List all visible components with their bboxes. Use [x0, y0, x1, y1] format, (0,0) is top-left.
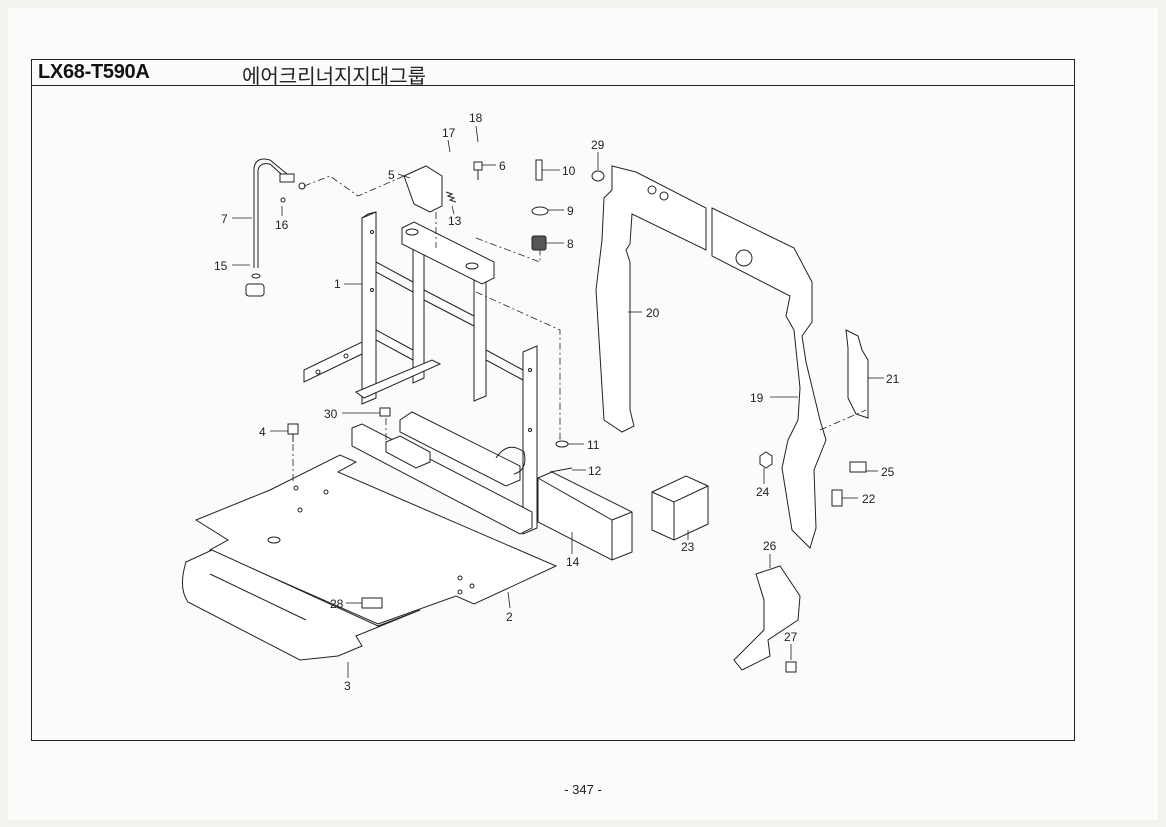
title-bar: LX68-T590A 에어크리너지지대그룹 [32, 60, 1074, 88]
callout-5: 5 [388, 168, 395, 182]
callout-21: 21 [886, 372, 900, 386]
callout-23: 23 [681, 540, 695, 554]
drawing-sheet [8, 8, 1158, 820]
hardware [245, 158, 867, 673]
callout-7: 7 [221, 212, 228, 226]
part-14-bar [537, 471, 633, 561]
callout-6: 6 [499, 159, 506, 173]
callout-28: 28 [330, 597, 344, 611]
callout-16: 16 [275, 218, 289, 232]
callout-27: 27 [784, 630, 798, 644]
callout-30: 30 [324, 407, 338, 421]
part-1-frame [303, 211, 538, 535]
callout-20: 20 [646, 306, 660, 320]
part-2-plate [194, 454, 558, 625]
callout-8: 8 [567, 237, 574, 251]
callout-17: 17 [442, 126, 456, 140]
callout-12: 12 [588, 464, 602, 478]
assembly-lines [292, 175, 867, 484]
callout-10: 10 [562, 164, 576, 178]
model-code: LX68-T590A [38, 61, 150, 83]
part-20-panel [595, 165, 707, 433]
callout-1: 1 [334, 277, 341, 291]
callout-18: 18 [469, 111, 483, 125]
callout-22: 22 [862, 492, 876, 506]
callout-11: 11 [587, 438, 600, 452]
callout-3: 3 [344, 679, 351, 693]
callout-9: 9 [567, 204, 574, 218]
leader-lines [232, 125, 884, 678]
callout-24: 24 [756, 485, 770, 499]
callout-29: 29 [591, 138, 605, 152]
callout-4: 4 [259, 425, 266, 439]
callout-19: 19 [750, 391, 764, 405]
drawing-frame: LX68-T590A 에어크리너지지대그룹 [31, 59, 1075, 741]
part-19-panel [711, 207, 827, 549]
part-23-block [651, 475, 709, 541]
part-3-plate [182, 549, 421, 661]
part-21-bracket [845, 329, 869, 419]
page-number: - 347 - [564, 782, 602, 797]
group-name: 에어크리너지지대그룹 [242, 64, 426, 88]
part-26-bracket [733, 565, 801, 671]
callout-labels: 1 2 3 4 5 6 7 8 9 10 11 12 13 14 15 16 1… [214, 111, 900, 693]
callout-26: 26 [763, 539, 777, 553]
callout-13: 13 [448, 214, 462, 228]
callout-14: 14 [566, 555, 580, 569]
callout-2: 2 [506, 610, 513, 624]
callout-25: 25 [881, 465, 895, 479]
callout-15: 15 [214, 259, 228, 273]
